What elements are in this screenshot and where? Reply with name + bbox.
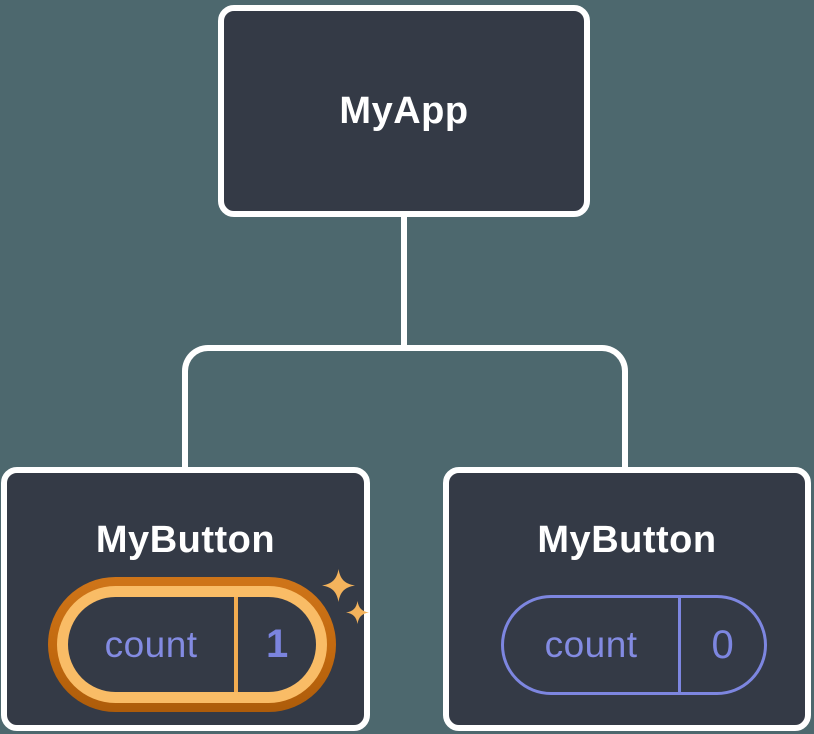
connector-trunk-line xyxy=(401,215,407,348)
state-value-section: 1 xyxy=(238,597,316,692)
connector-branch-lines xyxy=(182,345,628,471)
state-pill-core: count 1 xyxy=(68,597,316,692)
state-pill-divider xyxy=(678,598,682,692)
state-key-section: count xyxy=(68,597,234,692)
tree-node-mybutton-right: MyButton count 0 xyxy=(443,467,811,731)
state-key-section: count xyxy=(504,598,678,692)
state-key-label: count xyxy=(104,623,198,665)
state-value-label: 0 xyxy=(711,622,734,667)
state-pill-highlighted: count 1 xyxy=(48,577,336,712)
node-label-mybutton-left: MyButton xyxy=(95,519,276,561)
sparkle-icon-small xyxy=(346,601,369,624)
state-key-label: count xyxy=(544,624,638,665)
tree-node-myapp: MyApp xyxy=(218,5,590,217)
state-value-section: 0 xyxy=(681,598,764,692)
node-label-myapp: MyApp xyxy=(339,89,469,132)
state-pill-divider xyxy=(234,597,239,692)
state-pill-gold-ring: count 1 xyxy=(57,586,327,703)
state-pill-plain: count 0 xyxy=(501,595,767,695)
tree-node-mybutton-left: MyButton count 1 xyxy=(1,467,370,731)
state-value-label: 1 xyxy=(265,622,289,666)
sparkle-icon-large xyxy=(322,569,355,602)
node-label-mybutton-right: MyButton xyxy=(537,519,717,561)
